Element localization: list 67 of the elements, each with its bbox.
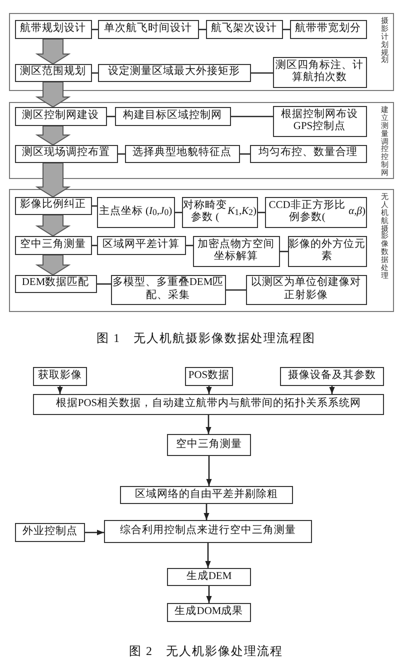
- arrow: [57, 386, 63, 394]
- arrow: [85, 530, 104, 536]
- block-arrow: [35, 254, 71, 276]
- process-box: 生成DEM: [167, 568, 251, 586]
- arrow: [206, 456, 212, 486]
- group-panel: [9, 13, 394, 91]
- connector-line: [240, 153, 250, 155]
- connector-line: [258, 212, 265, 214]
- connector-line: [97, 283, 111, 285]
- connector-line: [118, 153, 125, 155]
- process-box: 区域网平差计算: [96, 236, 186, 254]
- process-box: DEM数据匹配: [14, 274, 96, 292]
- connector-line: [92, 72, 98, 74]
- figure-caption: 图 1 无人机航摄影像数据处理流程图: [96, 330, 316, 347]
- arrow: [206, 586, 212, 603]
- connector-line: [226, 289, 246, 291]
- process-box: 加密点物方空间坐标解算: [192, 236, 280, 266]
- process-box: 多模型、多重叠DEM匹配、采集: [110, 274, 226, 304]
- process-box: 测区四角标注、计算航拍次数: [272, 56, 366, 88]
- connector-line: [92, 244, 97, 246]
- process-box: 获取影像: [33, 367, 87, 386]
- process-box: 空中三角测量: [14, 236, 92, 254]
- connector-line: [107, 116, 115, 118]
- arrow: [206, 415, 212, 434]
- block-arrow: [35, 82, 71, 108]
- connector-line: [92, 28, 98, 30]
- process-box: 选择典型地貌特征点: [124, 144, 240, 162]
- process-box: 根据POS相关数据，自动建立航带内与航带间的拓扑关系系统网: [33, 394, 384, 415]
- connector-line: [175, 212, 182, 214]
- connector-line: [283, 28, 290, 30]
- block-arrow: [35, 126, 71, 146]
- process-box: 设定测量区域最大外接矩形: [98, 64, 250, 82]
- process-box: 外业控制点: [15, 523, 85, 542]
- process-box: 均匀布控、数量合理: [250, 144, 366, 162]
- arrow: [204, 504, 210, 520]
- process-box: 影像比例纠正: [14, 196, 92, 214]
- block-arrow: [35, 214, 71, 237]
- arrow: [206, 386, 212, 394]
- connector-line: [251, 72, 273, 74]
- process-box: 测区控制网建设: [14, 106, 106, 126]
- connector-line: [186, 244, 193, 246]
- process-box: 以测区为单位创建像对正射影像: [246, 274, 366, 304]
- process-box: 区域网络的自由平差并剔除粗: [120, 486, 293, 504]
- arrow: [329, 386, 335, 394]
- process-box: 航带规划设计: [14, 20, 92, 38]
- block-arrow: [35, 162, 71, 198]
- arrow: [205, 543, 211, 568]
- process-box: 综合利用控制点来进行空中三角测量: [104, 520, 312, 543]
- process-box: POS数据: [185, 367, 233, 386]
- process-box: 摄像设备及其参数: [280, 367, 384, 386]
- group-panel: [9, 102, 394, 179]
- process-box: 构建目标区域控制网: [114, 106, 230, 126]
- process-box: 单次航飞时间设计: [98, 20, 198, 38]
- process-box: 航带带宽划分: [290, 20, 366, 38]
- connector-line: [199, 28, 206, 30]
- process-box: 测区范围规划: [14, 64, 92, 82]
- process-box: 测区现场调控布置: [14, 144, 118, 162]
- process-box: 航飞架次设计: [206, 20, 282, 38]
- connector-line: [280, 250, 288, 252]
- figure-caption: 图 2 无人机影像处理流程: [128, 643, 284, 660]
- group-panel: [9, 189, 394, 312]
- connector-line: [231, 116, 273, 118]
- process-box: 生成DOM成果: [167, 603, 251, 622]
- process-box: 空中三角测量: [167, 434, 251, 456]
- block-arrow: [35, 38, 71, 65]
- connector-line: [92, 205, 97, 207]
- process-box: 根据控制网布设GPS控制点: [272, 106, 366, 136]
